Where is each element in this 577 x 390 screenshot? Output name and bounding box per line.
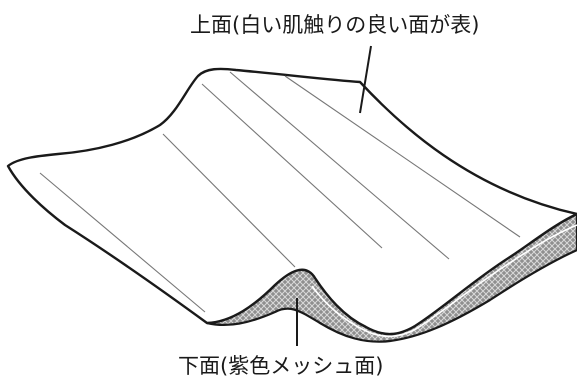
fold-line	[39, 172, 206, 313]
bottom-surface-label: 下面(紫色メッシュ面)	[178, 354, 383, 378]
fold-line	[201, 83, 383, 249]
top-surface	[6, 67, 577, 336]
top-surface-leader-line	[359, 45, 372, 114]
top-surface-label: 上面(白い肌触りの良い面が表)	[190, 13, 479, 37]
fold-lines	[39, 71, 521, 313]
fold-line	[284, 75, 521, 238]
fold-line	[229, 71, 450, 260]
fold-line	[162, 133, 296, 268]
edge-highlight-line	[311, 224, 577, 338]
